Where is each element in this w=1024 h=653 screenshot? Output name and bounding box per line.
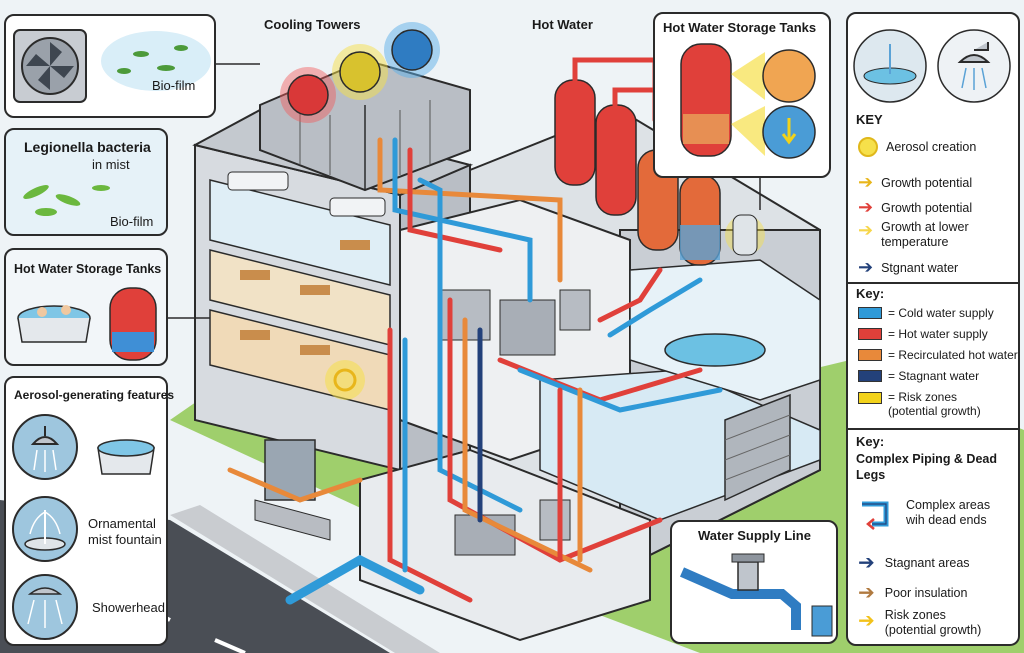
yellow-arrow-icon: ➔ [858,172,874,192]
navy-arrow-icon: ➔ [858,257,874,277]
legionella-subtitle: in mist [92,157,130,172]
biofilm-panel: Bio-film [4,14,216,118]
tanks-top-panel: Hot Water Storage Tanks [653,12,831,178]
key1-item-growth-yellow: ➔ Growth potential [858,172,973,192]
pipes [227,57,723,605]
fountain-icon [24,510,66,551]
biofilm-label: Bio-film [152,78,196,93]
bacteria-icon [23,185,110,216]
roof-tank-1 [554,79,596,186]
legionella-biofilm: Bio-film [110,214,154,229]
key3-heading-2: Complex Piping & Dead [856,452,997,466]
key2-item-cold: = Cold water supply [858,306,994,320]
fountain-label-2: mist fountain [88,532,162,547]
storage-tank-detail [680,43,816,159]
key1-item-aerosol: Aerosol creation [858,137,976,157]
key1-item-stagnant: ➔ Stgnant water [858,257,959,277]
recirc-swatch [858,349,882,361]
tanks-left-title: Hot Water Storage Tanks [14,262,162,276]
dead-end-pipe-icon [858,498,898,532]
aerosol-creation-icon [858,137,878,157]
supply-pipe-icon [679,553,833,637]
key1-item-growth-red: ➔ Growth potential [858,197,973,217]
hot-tub-tank-icon [17,287,157,361]
key2-item-stagnant: = Stagnant water [858,369,979,383]
key3-item-stagnant: ➔ Stagnant areas [858,552,970,574]
aerosol-panel: Aerosol-generating features Ornamental m… [4,376,174,646]
cooling-towers-title: Cooling Towers [264,17,361,32]
hot-water-title: Hot Water [532,17,593,32]
cold-swatch [858,307,882,319]
showerhead-label: Showerhead [92,600,165,615]
insulation-arrow-icon: ➔ [858,582,875,604]
stagnant-swatch [858,370,882,382]
key3-item-insulation: ➔ Poor insulation [858,582,968,604]
risk-swatch [858,392,882,404]
light-arrow-icon: ➔ [858,220,874,240]
fountain-label-1: Ornamental [88,516,156,531]
tanks-left-panel: Hot Water Storage Tanks [4,248,168,366]
key2-item-hot: = Hot water supply [858,327,988,341]
hot-swatch [858,328,882,340]
fountain-shower-icons [853,29,1011,103]
water-supply-panel: Water Supply Line [670,520,838,644]
key-divider-2 [848,428,1018,430]
showerhead-circle [12,574,78,640]
key2-heading: Key: [856,286,885,301]
key-panel: KEY Aerosol creation ➔ Growth potential … [846,12,1020,646]
roof-tank-2 [595,104,637,216]
key1-heading: KEY [856,112,883,127]
legionella-title: Legionella bacteria [24,139,151,155]
tanks-top-title: Hot Water Storage Tanks [663,20,817,35]
legionella-panel: Legionella bacteria in mist Bio-film [4,128,168,236]
aerosol-icons [30,426,155,475]
showerhead-icon [27,587,63,628]
red-arrow-icon: ➔ [858,197,874,217]
key3-item-risk: ➔ Risk zones(potential growth) [858,608,982,637]
water-supply-title: Water Supply Line [698,528,811,543]
key3-heading: Key: [856,434,885,449]
key2-item-recirc: = Recirculated hot water [858,348,1018,362]
key2-item-risk: = Risk zones(potential growth) [858,390,981,418]
risk-arrow-icon: ➔ [858,610,875,632]
key-divider-1 [848,282,1018,284]
stagnant-arrow-icon: ➔ [858,552,875,574]
fan-icon [13,29,211,103]
key3-heading-3: Legs [856,468,886,482]
aerosol-title: Aerosol-generating features [14,388,175,402]
